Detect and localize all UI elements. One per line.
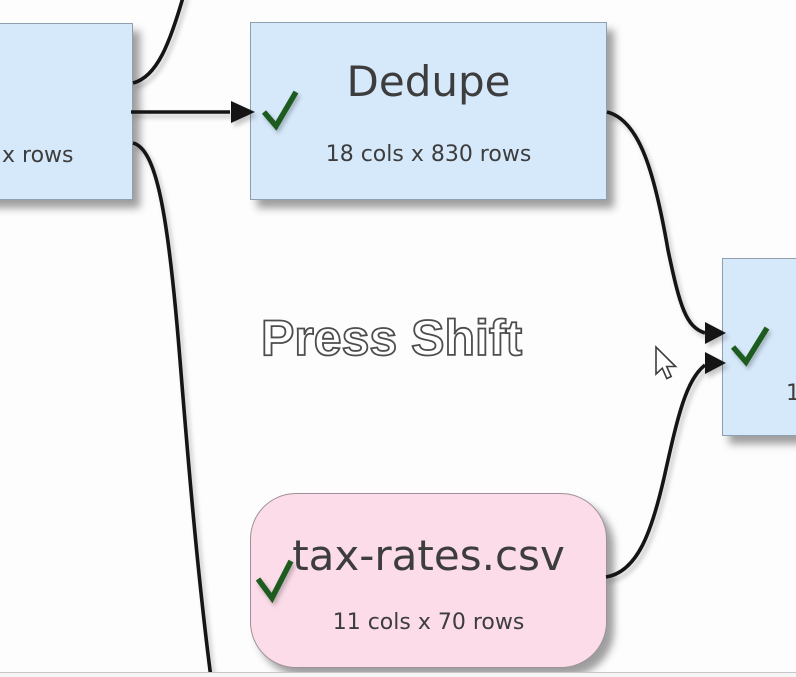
- press-shift-hint: Press Shift: [260, 310, 523, 366]
- edge-left-to-offscreen-bottom[interactable]: [132, 141, 213, 676]
- canvas-bottom-edge: [0, 672, 796, 677]
- node-left-partial[interactable]: x rows: [0, 23, 133, 200]
- node-dedupe[interactable]: Dedupe 18 cols x 830 rows: [250, 22, 607, 200]
- node-subtitle: x rows: [2, 143, 74, 168]
- edge-dedupe-to-right[interactable]: [606, 110, 706, 335]
- node-right-partial[interactable]: 1: [722, 258, 796, 436]
- node-title: Dedupe: [346, 57, 511, 106]
- node-subtitle: 1: [786, 381, 796, 406]
- edge-taxrates-to-right[interactable]: [605, 363, 707, 579]
- node-title: tax-rates.csv: [292, 531, 565, 580]
- node-tax-rates-csv[interactable]: tax-rates.csv 11 cols x 70 rows: [250, 493, 607, 668]
- node-subtitle: 18 cols x 830 rows: [325, 142, 532, 167]
- edge-left-to-offscreen-top[interactable]: [132, 0, 185, 85]
- mouse-cursor-icon: [655, 345, 678, 380]
- node-subtitle: 11 cols x 70 rows: [332, 610, 525, 635]
